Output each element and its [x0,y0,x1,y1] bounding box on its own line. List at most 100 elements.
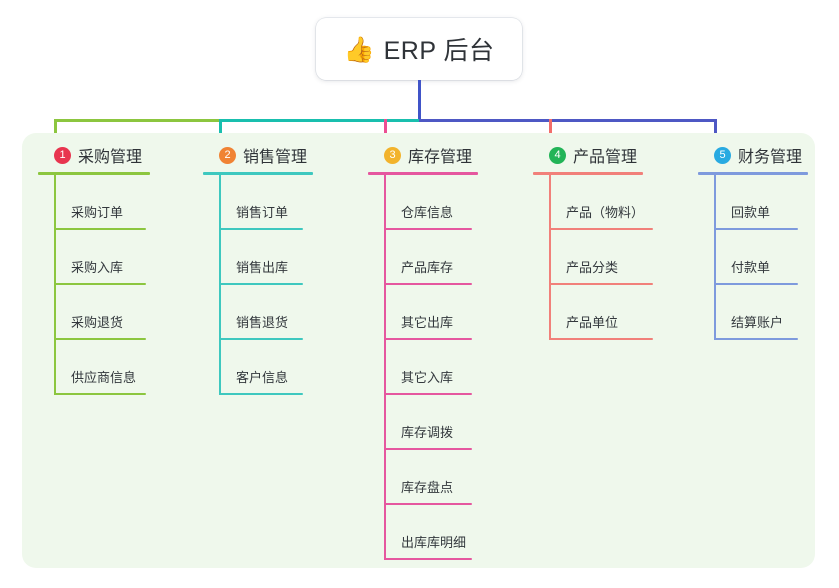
column-trunk-5 [714,175,716,340]
list-item-label: 回款单 [731,205,771,220]
list-item[interactable]: 采购退货 [38,285,150,340]
list-item-label: 采购入库 [71,260,124,275]
column-items-3: 仓库信息产品库存其它出库其它入库库存调拨库存盘点出库库明细 [368,175,478,560]
column-badge-4: 4 [549,146,566,164]
column-title-1: 采购管理 [78,149,143,166]
list-item[interactable]: 销售订单 [203,175,313,230]
list-item-label: 产品分类 [566,260,619,275]
bus-segment-1 [54,119,221,122]
column-header-rule-3 [368,172,478,175]
list-item[interactable]: 其它出库 [368,285,478,340]
list-item[interactable]: 产品分类 [533,230,653,285]
column-header-3[interactable]: 3 库存管理 [368,143,478,167]
list-item-rule [714,283,798,285]
column-5: 5 财务管理回款单付款单结算账户 [698,143,808,340]
list-item-label: 采购退货 [71,315,124,330]
root-stem-line [418,80,421,119]
list-item[interactable]: 销售出库 [203,230,313,285]
list-item-rule [54,338,146,340]
column-badge-3: 3 [384,146,401,164]
column-header-5[interactable]: 5 财务管理 [698,143,808,167]
list-item-label: 付款单 [731,260,771,275]
column-header-rule-5 [698,172,808,175]
list-item-label: 产品库存 [401,260,454,275]
list-item-rule [714,228,798,230]
list-item-rule [384,283,472,285]
list-item-rule [384,503,472,505]
list-item-rule [219,228,303,230]
column-title-5: 财务管理 [738,149,803,166]
list-item-label: 出库库明细 [401,535,467,550]
root-node-title: ERP 后台 [383,37,495,65]
column-items-1: 采购订单采购入库采购退货供应商信息 [38,175,150,395]
list-item-rule [384,393,472,395]
list-item-rule [54,393,146,395]
list-item[interactable]: 库存调拨 [368,395,478,450]
list-item-rule [54,228,146,230]
list-item-rule [54,283,146,285]
list-item[interactable]: 出库库明细 [368,505,478,560]
list-item-label: 结算账户 [731,315,784,330]
root-node-card[interactable]: 👍 ERP 后台 [316,18,522,80]
column-title-3: 库存管理 [408,149,473,166]
list-item-label: 产品单位 [566,315,619,330]
list-item[interactable]: 产品单位 [533,285,653,340]
list-item-label: 采购订单 [71,205,124,220]
column-drop-line-3 [384,119,387,143]
column-trunk-3 [384,175,386,560]
list-item[interactable]: 采购入库 [38,230,150,285]
column-trunk-2 [219,175,221,395]
column-title-2: 销售管理 [243,149,308,166]
thumbs-up-icon: 👍 [343,34,375,64]
list-item[interactable]: 产品（物料） [533,175,653,230]
column-badge-1: 1 [54,146,71,164]
list-item-rule [714,338,798,340]
list-item-rule [549,283,653,285]
column-header-rule-4 [533,172,643,175]
column-trunk-4 [549,175,551,340]
column-header-rule-1 [38,172,150,175]
list-item[interactable]: 供应商信息 [38,340,150,395]
column-badge-5: 5 [714,146,731,164]
list-item-label: 其它入库 [401,370,454,385]
list-item[interactable]: 付款单 [698,230,808,285]
list-item-rule [549,338,653,340]
column-header-1[interactable]: 1 采购管理 [38,143,150,167]
column-drop-line-4 [549,119,552,143]
list-item[interactable]: 库存盘点 [368,450,478,505]
list-item-rule [384,558,472,560]
list-item-rule [384,228,472,230]
list-item[interactable]: 产品库存 [368,230,478,285]
list-item[interactable]: 仓库信息 [368,175,478,230]
list-item-label: 产品（物料） [566,205,645,220]
bus-segment-2 [219,119,421,122]
list-item-label: 销售出库 [236,260,289,275]
list-item-label: 供应商信息 [71,370,137,385]
column-items-2: 销售订单销售出库销售退货客户信息 [203,175,313,395]
list-item-rule [549,228,653,230]
list-item-rule [384,448,472,450]
column-trunk-1 [54,175,56,395]
list-item-label: 客户信息 [236,370,289,385]
list-item[interactable]: 销售退货 [203,285,313,340]
list-item[interactable]: 客户信息 [203,340,313,395]
list-item-label: 销售订单 [236,205,289,220]
list-item-label: 其它出库 [401,315,454,330]
column-drop-line-5 [714,119,717,143]
list-item-rule [219,393,303,395]
column-drop-line-1 [54,119,57,143]
column-3: 3 库存管理仓库信息产品库存其它出库其它入库库存调拨库存盘点出库库明细 [368,143,478,560]
list-item-rule [219,283,303,285]
list-item-label: 销售退货 [236,315,289,330]
list-item-label: 仓库信息 [401,205,454,220]
list-item[interactable]: 结算账户 [698,285,808,340]
column-header-rule-2 [203,172,313,175]
list-item[interactable]: 采购订单 [38,175,150,230]
list-item-rule [384,338,472,340]
list-item[interactable]: 其它入库 [368,340,478,395]
list-item-rule [219,338,303,340]
list-item[interactable]: 回款单 [698,175,808,230]
column-drop-line-2 [219,119,222,143]
